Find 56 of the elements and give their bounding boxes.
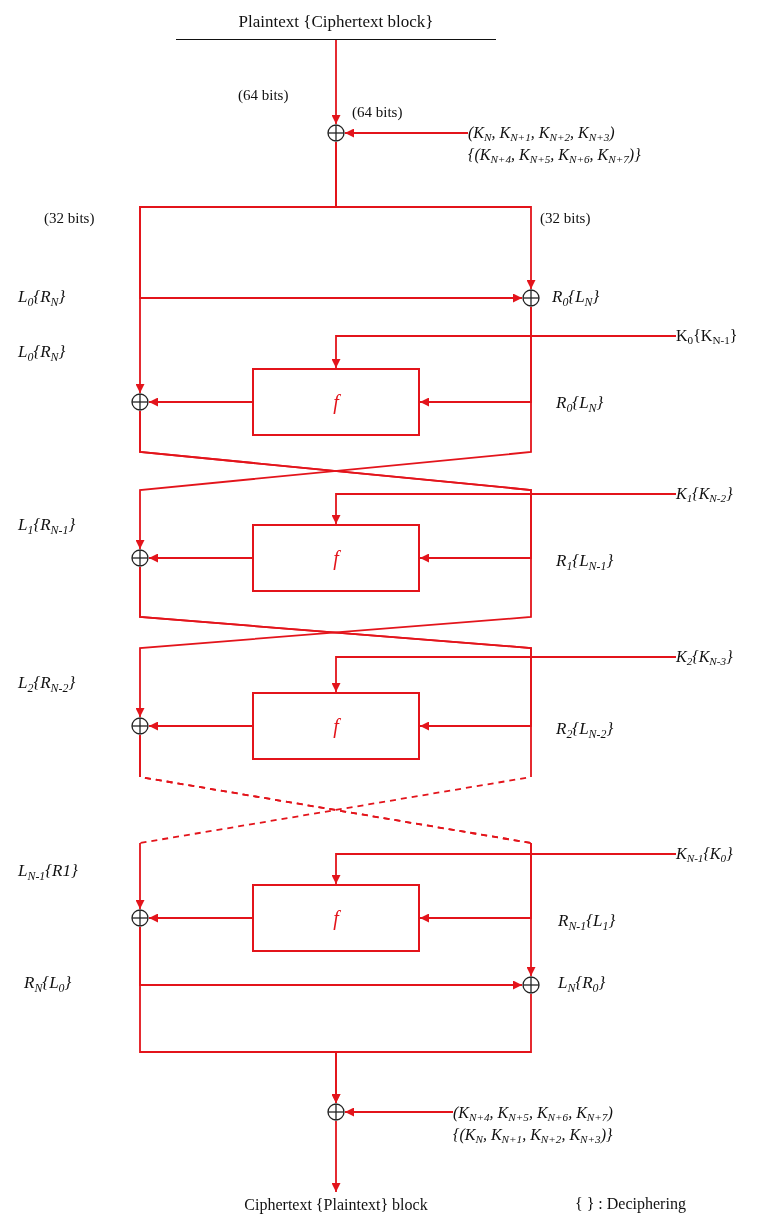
key-text: (K$_{N}$, K$_{N+1}$, K$_{N+2}$, K$_{N+3}$) (468, 123, 615, 144)
arrow (331, 656, 677, 693)
function-box: f (252, 524, 420, 592)
signal-label: R$_{N-1}${L$_{1}$} (558, 910, 616, 932)
xor-symbol (327, 1103, 345, 1121)
arrow (331, 993, 532, 1104)
arrow (344, 1107, 454, 1117)
signal-label: L$_{N}${R$_{0}$} (558, 972, 606, 994)
signal-label: (64 bits) (352, 103, 403, 122)
xor-symbol (522, 976, 540, 994)
signal-label: L$_{0}${R$_{N}$} (18, 341, 66, 363)
label-text: K$_{N-1}${K$_{0}$} (676, 843, 780, 865)
xor-symbol (131, 909, 149, 927)
signal-label: R$_{N}${L$_{0}$} (24, 972, 72, 994)
signal-label: (32 bits) (540, 209, 591, 228)
signal-label: L$_{N-1}${R1} (18, 860, 78, 882)
arrow (331, 853, 677, 885)
function-box: f (252, 692, 420, 760)
arrow (331, 1120, 341, 1193)
key-text: (K$_{N+4}$, K$_{N+5}$, K$_{N+6}$, K$_{N+7}$) (453, 1103, 613, 1124)
arrow (139, 734, 536, 977)
arrow (331, 335, 677, 369)
key-text: {(K$_{N}$, K$_{N+1}$, K$_{N+2}$, K$_{N+3}$)} (453, 1125, 613, 1146)
xor-symbol (131, 549, 149, 567)
signal-label: R$_{1}${L$_{N-1}$} (556, 550, 614, 572)
xor-symbol (522, 289, 540, 307)
label-text: K$_{0}${K$_{N-1}$} (676, 325, 780, 347)
arrow (135, 410, 532, 718)
arrow (148, 553, 253, 563)
arrow (344, 128, 469, 138)
signal-label: L$_{2}${R$_{N-2}$} (18, 672, 76, 694)
xor-symbol (327, 124, 345, 142)
signal-label: { } : Deciphering (575, 1194, 686, 1215)
function-box: f (252, 884, 420, 952)
arrow (331, 493, 677, 525)
signal-label: L$_{0}${R$_{N}$} (18, 286, 66, 308)
arrow (331, 39, 341, 125)
label-text: Ciphertext {Plaintext} block (191, 1192, 481, 1218)
key-text: {(K$_{N+4}$, K$_{N+5}$, K$_{N+6}$, K$_{N+7}$)} (468, 145, 641, 166)
signal-label: (64 bits) (238, 86, 289, 105)
function-box: f (252, 368, 420, 436)
heading-text: Plaintext {Ciphertext block} (176, 4, 496, 40)
arrow (135, 306, 532, 550)
signal-label: R$_{0}${L$_{N}$} (556, 392, 604, 414)
arrow (135, 566, 532, 910)
signal-label: R$_{2}${L$_{N-2}$} (556, 718, 614, 740)
signal-label: (32 bits) (44, 209, 95, 228)
xor-symbol (131, 393, 149, 411)
signal-label: R$_{0}${L$_{N}$} (552, 286, 600, 308)
arrow (148, 721, 253, 731)
signal-label: L$_{1}${R$_{N-1}$} (18, 514, 76, 536)
xor-symbol (131, 717, 149, 735)
label-text: K$_{1}${K$_{N-2}$} (676, 483, 780, 505)
label-text: K$_{2}${K$_{N-3}$} (676, 646, 780, 668)
arrow (148, 397, 253, 407)
arrow (148, 913, 253, 923)
